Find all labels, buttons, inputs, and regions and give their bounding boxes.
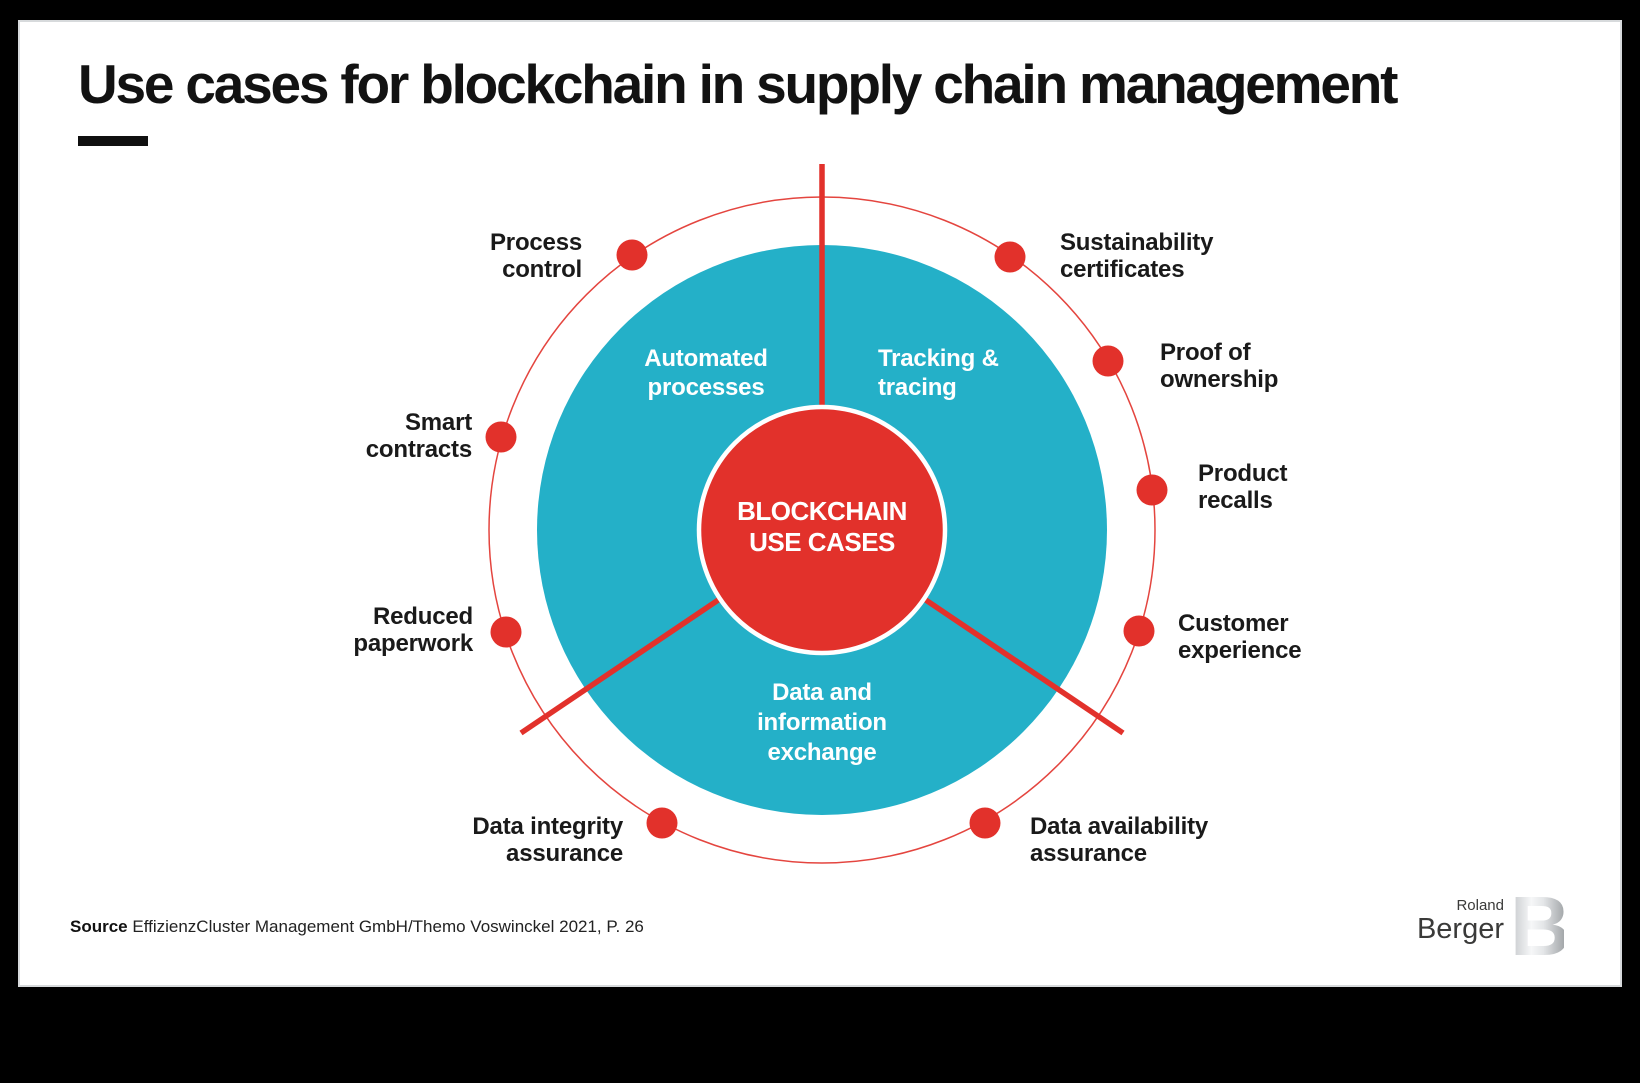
dot-proof-of-ownership xyxy=(1092,345,1124,377)
dot-data-availability-assurance xyxy=(969,807,1001,839)
dot-product-recalls xyxy=(1136,474,1168,506)
dot-customer-experience xyxy=(1123,615,1155,647)
title-underline xyxy=(78,136,148,146)
center-circle xyxy=(696,404,948,656)
outer-label-data-availability-assurance: Data availability assurance xyxy=(1030,813,1209,867)
sector-label-data-information-exchange: Data and information exchange xyxy=(757,679,887,766)
center-circle-label: BLOCKCHAIN USE CASES xyxy=(702,496,942,558)
svg-text:B: B xyxy=(1514,884,1564,958)
outer-label-product-recalls: Product recalls xyxy=(1198,460,1288,514)
logo-b-mark-icon: B xyxy=(1514,884,1564,958)
source-line: Source EffizienzCluster Management GmbH/… xyxy=(70,917,644,937)
dot-data-integrity-assurance xyxy=(646,807,678,839)
source-text: EffizienzCluster Management GmbH/Themo V… xyxy=(127,917,644,936)
center-label-line1: BLOCKCHAIN xyxy=(737,496,907,526)
outer-label-proof-of-ownership: Proof of ownership xyxy=(1160,339,1279,393)
roland-berger-logo: Roland Berger B xyxy=(1417,884,1564,958)
outer-label-process-control: Process control xyxy=(490,229,582,283)
outer-label-reduced-paperwork: Reduced paperwork xyxy=(353,603,473,657)
logo-roland-text: Roland xyxy=(1456,897,1504,914)
outer-label-sustainability-certificates: Sustainability certificates xyxy=(1060,229,1214,283)
page-title: Use cases for blockchain in supply chain… xyxy=(78,53,1398,115)
logo-wordmark: Roland Berger xyxy=(1416,897,1504,945)
outer-label-customer-experience: Customer experience xyxy=(1178,610,1302,664)
sector-label-automated-processes: Automated processes xyxy=(644,345,768,401)
source-label: Source xyxy=(70,917,128,936)
outer-label-data-integrity-assurance: Data integrity assurance xyxy=(472,813,623,867)
dot-smart-contracts xyxy=(485,421,517,453)
dot-sustainability-certificates xyxy=(994,241,1026,273)
sector-label-tracking-tracing: Tracking & tracing xyxy=(878,345,999,401)
dot-process-control xyxy=(616,239,648,271)
center-label-line2: USE CASES xyxy=(749,527,895,557)
logo-berger-text: Berger xyxy=(1416,913,1504,945)
outer-label-smart-contracts: Smart contracts xyxy=(365,409,472,463)
dot-reduced-paperwork xyxy=(490,616,522,648)
